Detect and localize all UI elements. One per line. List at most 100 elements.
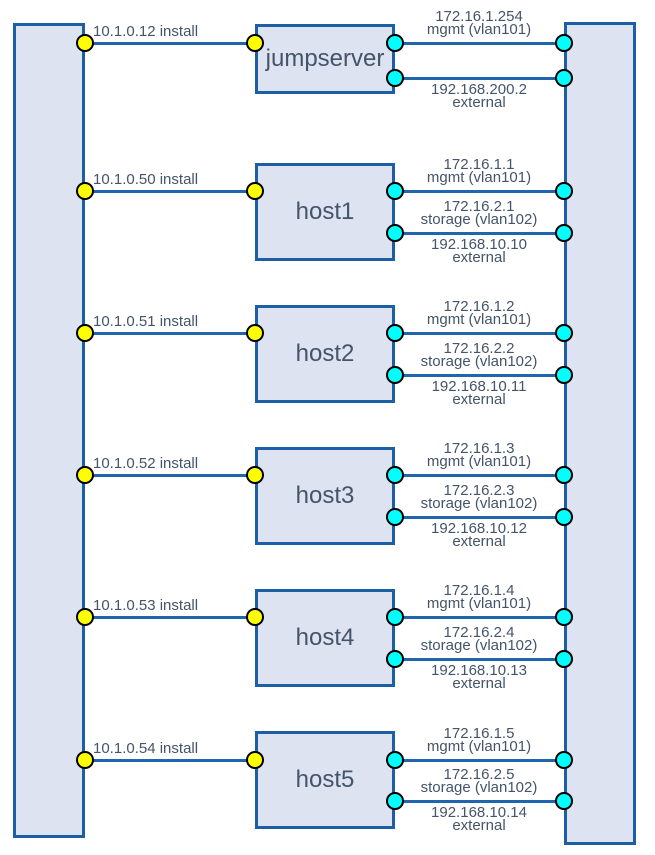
install-port-switch (76, 34, 94, 52)
external-network-label: 192.168.10.11 external (390, 378, 568, 407)
node-name-label: host2 (295, 340, 355, 367)
node-box-host5: host5 (255, 731, 395, 829)
install-link-line (85, 190, 255, 193)
install-ip-label: 10.1.0.12 install (93, 23, 199, 40)
external-port-node (386, 69, 404, 87)
storage-port-node (386, 224, 404, 242)
install-port-node (246, 34, 264, 52)
storage-network-label: 172.16.2.4 storage (vlan102) (390, 624, 568, 654)
storage-port-switch (555, 366, 573, 384)
storage-vlan: storage (vlan102) (420, 495, 538, 512)
external-network-label: 192.168.200.2 external (390, 81, 568, 111)
mgmt-port-node (386, 34, 404, 52)
external-ip: 192.168.10.14 (431, 804, 527, 821)
storage-network-label: 172.16.2.1 storage (vlan102) (390, 198, 568, 228)
node-name-label: host3 (295, 482, 355, 509)
external-net: external (452, 249, 506, 266)
mgmt-vlan: mgmt (vlan101) (426, 738, 532, 755)
mgmt-vlan: mgmt (vlan101) (426, 311, 532, 328)
mgmt-link-line (395, 190, 565, 193)
storage-network-label: 172.16.2.3 storage (vlan102) (390, 482, 568, 512)
install-link-line (85, 474, 255, 477)
install-port-switch (76, 182, 94, 200)
storage-port-switch (555, 224, 573, 242)
node-box-host4: host4 (255, 589, 395, 687)
mgmt-network-label: 172.16.1.2 mgmt (vlan101) (390, 298, 568, 328)
storage-ip: 172.16.2.2 (443, 340, 515, 357)
network-switch-bar (564, 22, 636, 845)
install-ip-label: 10.1.0.50 install (93, 171, 199, 188)
storage-port-switch (555, 508, 573, 526)
mgmt-ip: 172.16.1.254 (435, 8, 523, 25)
mgmt-link-line (395, 616, 565, 619)
node-name-label: jumpserver (265, 45, 385, 72)
mgmt-network-label: 172.16.1.3 mgmt (vlan101) (390, 441, 568, 469)
storage-port-node (386, 792, 404, 810)
storage-vlan: storage (vlan102) (420, 637, 538, 654)
external-ip: 192.168.10.13 (431, 662, 527, 679)
external-ip: 192.168.10.11 (431, 378, 527, 395)
mgmt-port-switch (555, 466, 573, 484)
storage-external-link-line (395, 658, 565, 661)
external-ip: 192.168.200.2 (431, 81, 527, 98)
mgmt-ip: 172.16.1.2 (443, 298, 515, 315)
mgmt-ip: 172.16.1.4 (443, 582, 515, 599)
install-ip-label: 10.1.0.51 install (93, 313, 199, 330)
external-network-label: 192.168.10.12 external (390, 520, 568, 549)
install-port-switch (76, 608, 94, 626)
mgmt-ip: 172.16.1.5 (443, 725, 515, 742)
mgmt-ip: 172.16.1.1 (443, 156, 515, 173)
install-port-node (246, 466, 264, 484)
mgmt-port-switch (555, 182, 573, 200)
install-port-switch (76, 751, 94, 769)
external-network-label: 192.168.10.14 external (390, 804, 568, 833)
node-box-host3: host3 (255, 447, 395, 545)
mgmt-network-label: 172.16.1.1 mgmt (vlan101) (390, 156, 568, 186)
install-switch-bar (13, 23, 85, 838)
mgmt-network-label: 172.16.1.254 mgmt (vlan101) (390, 8, 568, 38)
mgmt-port-node (386, 182, 404, 200)
mgmt-vlan: mgmt (vlan101) (426, 595, 532, 612)
mgmt-link-line (395, 42, 565, 45)
mgmt-port-switch (555, 751, 573, 769)
external-ip: 192.168.10.12 (431, 520, 527, 537)
install-link-line (85, 332, 255, 335)
external-network-label: 192.168.10.10 external (390, 237, 568, 266)
install-port-switch (76, 466, 94, 484)
storage-vlan: storage (vlan102) (420, 353, 538, 370)
install-link-line (85, 616, 255, 619)
storage-port-node (386, 366, 404, 384)
external-net: external (452, 94, 506, 111)
storage-ip: 172.16.2.4 (443, 624, 515, 641)
storage-network-label: 172.16.2.5 storage (vlan102) (390, 766, 568, 796)
storage-ip: 172.16.2.1 (443, 198, 515, 215)
node-box-host2: host2 (255, 305, 395, 403)
storage-external-link-line (395, 232, 565, 235)
storage-vlan: storage (vlan102) (420, 779, 538, 796)
node-box-jumpserver: jumpserver (255, 24, 395, 94)
install-port-node (246, 324, 264, 342)
install-link-line (85, 42, 255, 45)
storage-ip: 172.16.2.5 (443, 766, 515, 783)
install-port-node (246, 751, 264, 769)
storage-ip: 172.16.2.3 (443, 482, 515, 499)
mgmt-port-node (386, 608, 404, 626)
mgmt-port-node (386, 324, 404, 342)
mgmt-vlan: mgmt (vlan101) (426, 169, 532, 186)
storage-vlan: storage (vlan102) (420, 211, 538, 228)
external-link-line (395, 77, 565, 80)
mgmt-port-node (386, 751, 404, 769)
node-box-host1: host1 (255, 163, 395, 261)
storage-external-link-line (395, 800, 565, 803)
mgmt-port-switch (555, 324, 573, 342)
mgmt-vlan: mgmt (vlan101) (426, 21, 532, 38)
storage-port-node (386, 650, 404, 668)
node-name-label: host1 (295, 198, 355, 225)
install-ip-label: 10.1.0.52 install (93, 455, 199, 472)
storage-port-switch (555, 650, 573, 668)
external-network-label: 192.168.10.13 external (390, 662, 568, 692)
external-net: external (452, 675, 506, 692)
install-port-node (246, 608, 264, 626)
mgmt-link-line (395, 474, 565, 477)
